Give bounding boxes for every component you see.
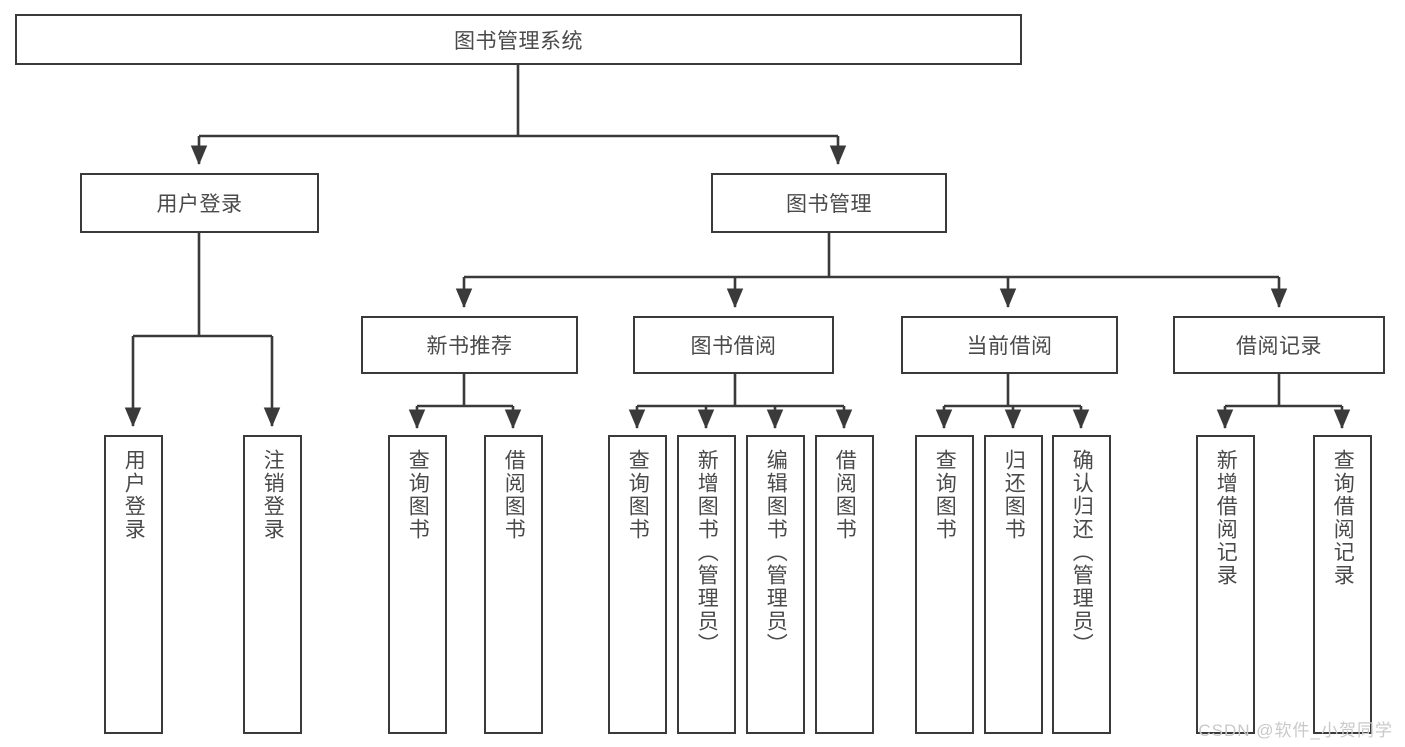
node-book-management[interactable]: 图书管理 <box>711 173 947 233</box>
node-user-login[interactable]: 用户登录 <box>80 173 319 233</box>
node-label: 图书管理系统 <box>454 29 583 53</box>
leaf-user-logout[interactable]: 注销登录 <box>243 435 302 734</box>
leaf-current-confirm-return-admin[interactable]: 确认归还（管理员） <box>1052 435 1111 734</box>
leaf-label: 确认归还（管理员） <box>1070 449 1094 656</box>
leaf-recommend-borrow-book[interactable]: 借阅图书 <box>484 435 543 734</box>
node-label: 用户登录 <box>156 193 243 216</box>
node-current-borrow[interactable]: 当前借阅 <box>901 316 1118 374</box>
leaf-borrow-add-book-admin[interactable]: 新增图书（管理员） <box>677 435 736 734</box>
leaf-label: 用户登录 <box>122 449 146 541</box>
leaf-label: 查询图书 <box>406 449 430 541</box>
csdn-watermark: CSDN @软件_小贺同学 <box>1198 721 1393 740</box>
leaf-borrow-query-book[interactable]: 查询图书 <box>608 435 667 734</box>
node-label: 图书管理 <box>786 193 872 216</box>
leaf-borrow-edit-book-admin[interactable]: 编辑图书（管理员） <box>746 435 805 734</box>
leaf-record-add-record[interactable]: 新增借阅记录 <box>1196 435 1255 734</box>
leaf-label: 注销登录 <box>261 449 285 541</box>
node-label: 当前借阅 <box>966 335 1053 358</box>
leaf-label: 编辑图书（管理员） <box>764 449 788 656</box>
node-borrow-record[interactable]: 借阅记录 <box>1173 316 1385 374</box>
node-new-book-recommend[interactable]: 新书推荐 <box>361 316 578 374</box>
leaf-label: 新增借阅记录 <box>1214 449 1238 587</box>
leaf-label: 查询借阅记录 <box>1331 449 1355 587</box>
leaf-current-query-book[interactable]: 查询图书 <box>915 435 974 734</box>
leaf-record-query-record[interactable]: 查询借阅记录 <box>1313 435 1372 734</box>
node-book-borrow[interactable]: 图书借阅 <box>633 316 834 374</box>
leaf-label: 查询图书 <box>933 449 957 541</box>
node-label: 借阅记录 <box>1236 335 1322 358</box>
leaf-label: 归还图书 <box>1002 449 1026 541</box>
leaf-label: 查询图书 <box>626 449 650 541</box>
node-root-system[interactable]: 图书管理系统 <box>15 14 1022 65</box>
leaf-label: 新增图书（管理员） <box>695 449 719 656</box>
leaf-recommend-query-book[interactable]: 查询图书 <box>388 435 447 734</box>
leaf-borrow-borrow-book[interactable]: 借阅图书 <box>815 435 874 734</box>
leaf-user-login[interactable]: 用户登录 <box>104 435 163 734</box>
leaf-label: 借阅图书 <box>502 449 526 541</box>
leaf-current-return-book[interactable]: 归还图书 <box>984 435 1043 734</box>
node-label: 图书借阅 <box>690 335 777 358</box>
leaf-label: 借阅图书 <box>833 449 857 541</box>
node-label: 新书推荐 <box>426 335 513 358</box>
